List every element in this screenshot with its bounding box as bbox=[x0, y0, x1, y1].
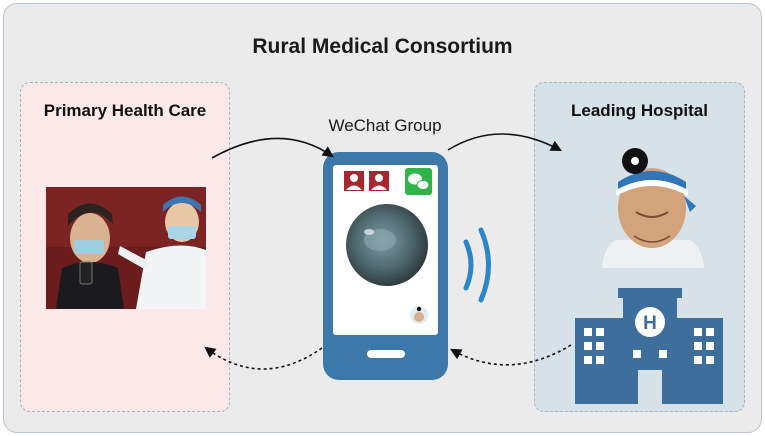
wechat-group-label: WeChat Group bbox=[328, 116, 442, 135]
doctor-icon bbox=[369, 171, 389, 191]
arrow-hospital-to-phone bbox=[450, 344, 572, 366]
arrow-primary-to-phone bbox=[211, 137, 334, 159]
doctor-avatar-icon bbox=[410, 306, 428, 324]
leading-hospital-title: Leading Hospital bbox=[571, 101, 708, 120]
primary-health-care-title: Primary Health Care bbox=[43, 101, 207, 120]
wechat-icon bbox=[405, 168, 432, 195]
diagram-title: Rural Medical Consortium bbox=[252, 35, 513, 58]
hospital-building-icon bbox=[575, 288, 723, 404]
signal-waves-icon bbox=[463, 227, 491, 303]
hospital-sign-label: H bbox=[643, 313, 657, 334]
phone-home-button bbox=[367, 350, 405, 358]
doctor-icon bbox=[344, 171, 364, 191]
doctor-illustration bbox=[602, 148, 704, 268]
arrow-phone-to-hospital bbox=[447, 133, 562, 152]
arrow-phone-to-primary bbox=[204, 346, 323, 370]
otoscope-ear-image bbox=[346, 204, 428, 286]
clinical-examination-photo bbox=[46, 187, 206, 309]
